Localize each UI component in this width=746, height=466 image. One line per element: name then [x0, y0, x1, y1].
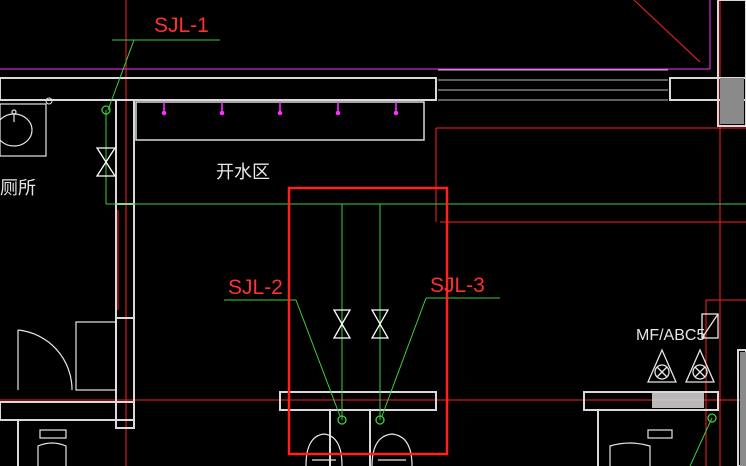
- riser-sjl1-marker[interactable]: [101, 105, 111, 115]
- label-extinguisher: MF/ABC5: [636, 327, 705, 344]
- riser-sjl3-marker[interactable]: [375, 415, 385, 425]
- riser-right-marker[interactable]: [707, 413, 717, 423]
- boiling-water-counter: [135, 101, 425, 141]
- toilet-icon: [305, 433, 343, 466]
- label-room-toilet: 厕所: [0, 178, 36, 198]
- toilet-icon: [371, 433, 413, 466]
- label-room-boiling-water: 开水区: [216, 162, 270, 182]
- highlight-frame[interactable]: [287, 186, 449, 456]
- valve-icon[interactable]: [332, 309, 352, 339]
- label-sjl-3: SJL-3: [430, 274, 485, 297]
- label-sjl-1: SJL-1: [154, 14, 209, 37]
- fire-extinguisher-icon[interactable]: [647, 348, 677, 383]
- corridor-lines: [438, 69, 668, 101]
- toilet-icon: [37, 429, 67, 466]
- wall-hatch: [652, 392, 704, 408]
- pipes: [105, 39, 746, 466]
- fire-extinguisher-icon[interactable]: [685, 348, 715, 383]
- riser-sjl2-marker[interactable]: [337, 415, 347, 425]
- sink-icon: [0, 103, 47, 157]
- column-fill: [720, 78, 744, 124]
- label-sjl-2: SJL-2: [228, 276, 283, 299]
- toilet-icon: [609, 429, 673, 466]
- valve-icon[interactable]: [95, 147, 117, 177]
- column-fill-2: [740, 352, 746, 466]
- extinguisher-box: [701, 313, 719, 339]
- floor-drain-icon: [45, 97, 53, 105]
- door-swing-icon: [17, 321, 117, 391]
- magenta-boundary: [0, 0, 711, 70]
- valve-icon[interactable]: [370, 309, 390, 339]
